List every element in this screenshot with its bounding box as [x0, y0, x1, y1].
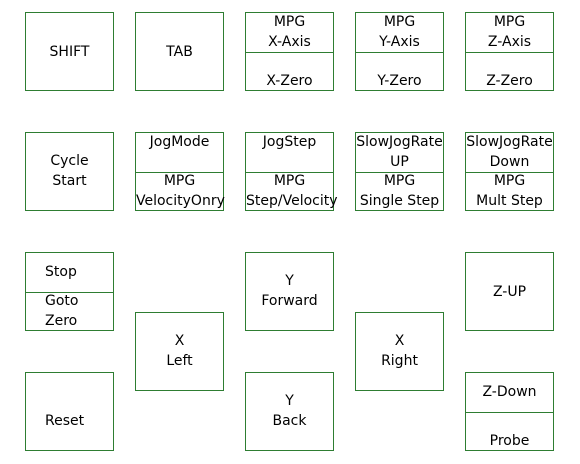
tab-key-label: TAB [166, 44, 193, 60]
z-down-label: Z-Down [482, 384, 537, 400]
slow-jog-rate-down-label-1: SlowJogRate [466, 134, 553, 150]
mpg-z-axis-key[interactable]: MPG Z-Axis Z-Zero [465, 12, 554, 91]
stop-goto-zero-key[interactable]: Stop Goto Zero [25, 252, 114, 331]
x-left-label-2: Left [166, 353, 193, 369]
mpg-y-axis-label-2: Y-Axis [379, 34, 420, 50]
probe-label: Probe [489, 433, 530, 449]
jog-mode-label: JogMode [149, 134, 210, 150]
slow-jog-rate-up-label-1: SlowJogRate [356, 134, 443, 150]
y-zero-label: Y-Zero [377, 73, 422, 89]
y-forward-label-2: Forward [261, 293, 318, 309]
mpg-x-axis-label-1: MPG [273, 14, 306, 30]
key-divider [136, 172, 223, 173]
reset-key[interactable]: Reset [25, 372, 114, 451]
y-forward-key[interactable]: Y Forward [245, 252, 334, 331]
mpg-z-axis-label-2: Z-Axis [487, 34, 532, 50]
x-right-key[interactable]: X Right [355, 312, 444, 391]
shift-key-label: SHIFT [49, 44, 90, 60]
y-back-label-1: Y [285, 393, 294, 409]
mpg-velocity-label-2: VelocityOnry [136, 193, 225, 209]
z-up-label: Z-UP [492, 284, 527, 300]
slow-jog-rate-down-label-2: Down [489, 154, 530, 170]
mpg-y-axis-key[interactable]: MPG Y-Axis Y-Zero [355, 12, 444, 91]
cycle-start-label-1: Cycle [50, 153, 89, 169]
mpg-mult-step-label-1: MPG [493, 173, 526, 189]
key-divider [356, 172, 443, 173]
key-divider [246, 52, 333, 53]
y-back-key[interactable]: Y Back [245, 372, 334, 451]
slow-jog-rate-up-label-2: UP [390, 154, 409, 170]
x-left-label-1: X [174, 333, 185, 349]
z-down-probe-key[interactable]: Z-Down Probe [465, 372, 554, 451]
key-divider [356, 52, 443, 53]
key-divider [466, 172, 553, 173]
mpg-z-axis-label-1: MPG [493, 14, 526, 30]
mpg-mult-step-label-2: Mult Step [476, 193, 543, 209]
slow-jog-rate-up-key[interactable]: SlowJogRate UP MPG Single Step [355, 132, 444, 211]
goto-zero-label-2: Zero [45, 313, 78, 329]
z-up-key[interactable]: Z-UP [465, 252, 554, 331]
key-divider [246, 172, 333, 173]
x-right-label-1: X [394, 333, 405, 349]
reset-label: Reset [45, 413, 85, 429]
mpg-single-step-label-1: MPG [383, 173, 416, 189]
slow-jog-rate-down-key[interactable]: SlowJogRate Down MPG Mult Step [465, 132, 554, 211]
x-left-key[interactable]: X Left [135, 312, 224, 391]
jog-mode-key[interactable]: JogMode MPG VelocityOnry [135, 132, 225, 211]
mpg-step-velocity-label-2: Step/Velocity [246, 193, 338, 209]
y-back-label-2: Back [272, 413, 307, 429]
x-right-label-2: Right [381, 353, 418, 369]
stop-label: Stop [45, 264, 77, 280]
mpg-velocity-label-1: MPG [163, 173, 196, 189]
cycle-start-label-2: Start [52, 173, 87, 189]
mpg-single-step-label-2: Single Step [359, 193, 440, 209]
mpg-step-velocity-label-1: MPG [273, 173, 306, 189]
cycle-start-key[interactable]: Cycle Start [25, 132, 114, 211]
jog-step-label: JogStep [262, 134, 317, 150]
mpg-y-axis-label-1: MPG [383, 14, 416, 30]
tab-key[interactable]: TAB [135, 12, 224, 91]
mpg-x-axis-label-2: X-Axis [268, 34, 311, 50]
mpg-x-axis-key[interactable]: MPG X-Axis X-Zero [245, 12, 334, 91]
z-zero-label: Z-Zero [486, 73, 533, 89]
goto-zero-label-1: Goto [45, 293, 79, 309]
y-forward-label-1: Y [285, 273, 294, 289]
shift-key[interactable]: SHIFT [25, 12, 114, 91]
jog-step-key[interactable]: JogStep MPG Step/Velocity [245, 132, 338, 211]
key-divider [466, 412, 553, 413]
key-divider [26, 292, 113, 293]
x-zero-label: X-Zero [266, 73, 313, 89]
key-divider [466, 52, 553, 53]
